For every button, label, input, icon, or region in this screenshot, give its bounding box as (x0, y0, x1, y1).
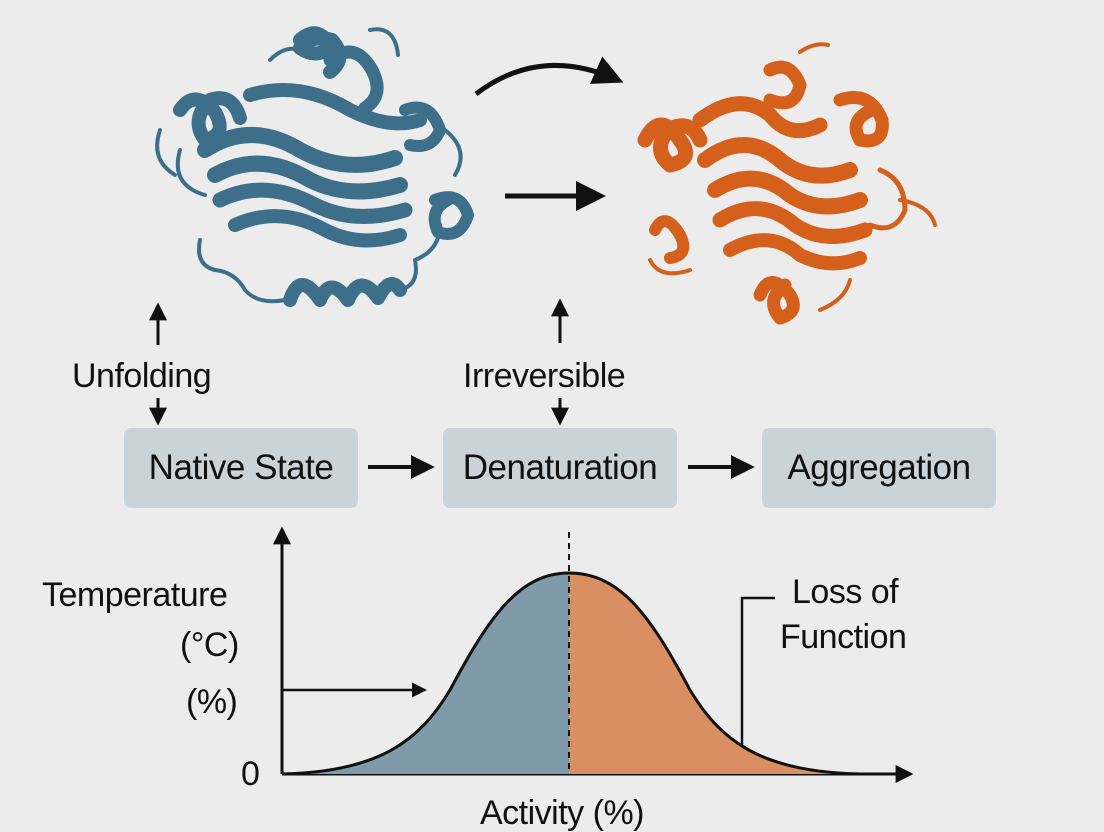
stage-aggregation: Aggregation (762, 428, 996, 508)
unfolding-label: Unfolding (72, 357, 212, 395)
curved-arrow (474, 56, 624, 96)
loss-of-function-line1: Loss of (792, 573, 899, 611)
curve-left-fill (282, 573, 569, 774)
native-protein-icon (155, 26, 474, 307)
curve-right-fill (569, 573, 860, 774)
x-axis-label: Activity (%) (480, 794, 645, 832)
y-axis-label-line2: (°C) (180, 626, 239, 664)
curve-outline (281, 571, 861, 776)
stage-aggregation-label: Aggregation (787, 448, 971, 487)
origin-label: 0 (241, 755, 260, 793)
stage-native-state: Native State (124, 428, 358, 508)
stage-denaturation-label: Denaturation (462, 448, 658, 487)
loss-bracket (740, 596, 775, 745)
aggregated-protein-icon (637, 42, 937, 325)
irreversible-label: Irreversible (463, 357, 626, 395)
y-axis-label-line1: Temperature (42, 576, 228, 614)
stage-denaturation: Denaturation (443, 428, 677, 508)
loss-of-function-line2: Function (780, 618, 907, 656)
stage-native-state-label: Native State (148, 448, 334, 487)
y-axis-label-line3: (%) (186, 683, 238, 721)
